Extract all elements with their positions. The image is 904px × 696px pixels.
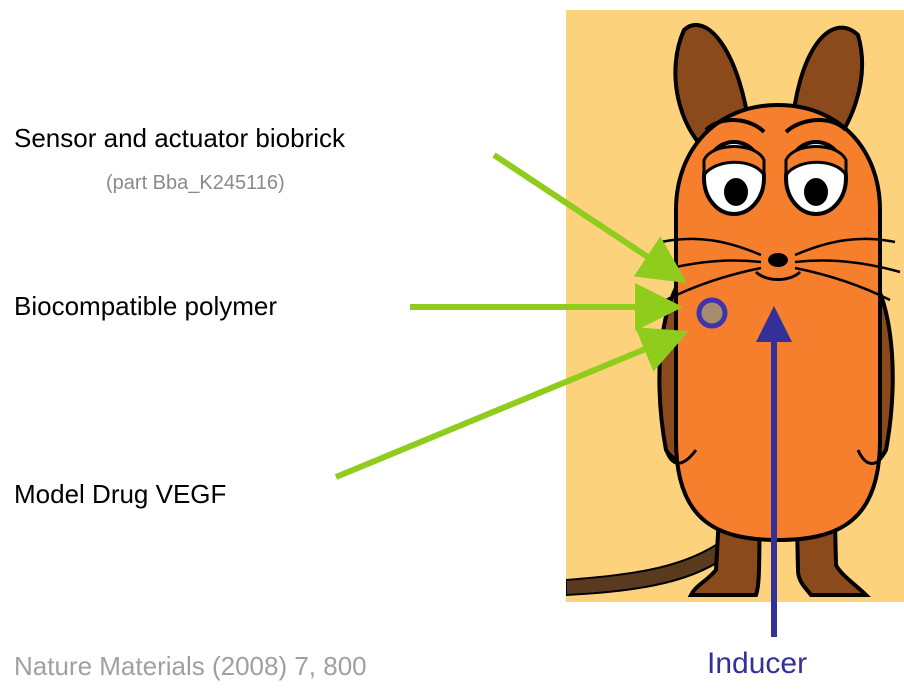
implant-marker <box>699 300 725 326</box>
sensor-part-label: (part Bba_K245116) <box>106 173 285 193</box>
drug-arrow <box>336 338 672 477</box>
citation: Nature Materials (2008) 7, 800 <box>14 653 367 679</box>
inducer-label: Inducer <box>707 649 807 679</box>
sensor-arrow <box>494 155 672 273</box>
drug-label: Model Drug VEGF <box>14 481 226 507</box>
sensor-label: Sensor and actuator biobrick <box>14 125 345 151</box>
polymer-label: Biocompatible polymer <box>14 293 277 319</box>
